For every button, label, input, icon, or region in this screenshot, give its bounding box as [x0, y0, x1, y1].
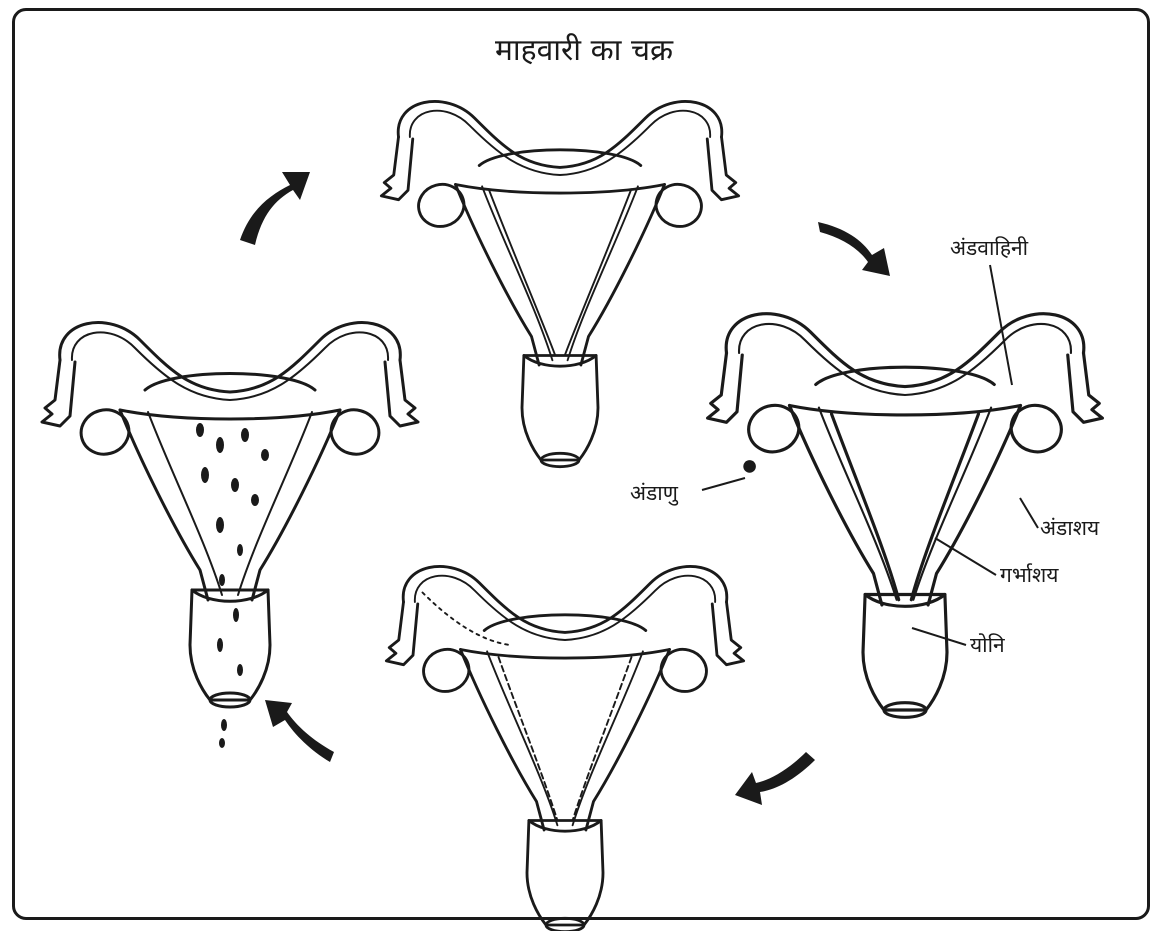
label-ovary: अंडाशय — [1040, 516, 1100, 540]
arrow-bottom-right — [735, 752, 815, 805]
arrow-top-left — [240, 172, 310, 245]
diagram-title: माहवारी का चक्र — [495, 33, 674, 68]
leader-ovary — [1020, 498, 1038, 528]
label-vagina: योनि — [970, 633, 1005, 657]
uterus-stage-top — [381, 101, 738, 466]
ovum-dot — [743, 460, 756, 473]
label-fallopian-tube: अंडवाहिनी — [950, 236, 1029, 260]
arrow-top-right — [818, 222, 890, 276]
leader-vagina — [912, 628, 966, 645]
uterus-stage-left — [42, 323, 418, 748]
label-ovum: अंडाणु — [630, 481, 679, 506]
leader-ovum — [702, 478, 745, 490]
arrow-bottom-left — [265, 700, 334, 762]
uterus-stage-bottom — [386, 566, 743, 931]
label-uterus: गर्भाशय — [1000, 563, 1059, 587]
leader-uterus — [935, 538, 996, 575]
